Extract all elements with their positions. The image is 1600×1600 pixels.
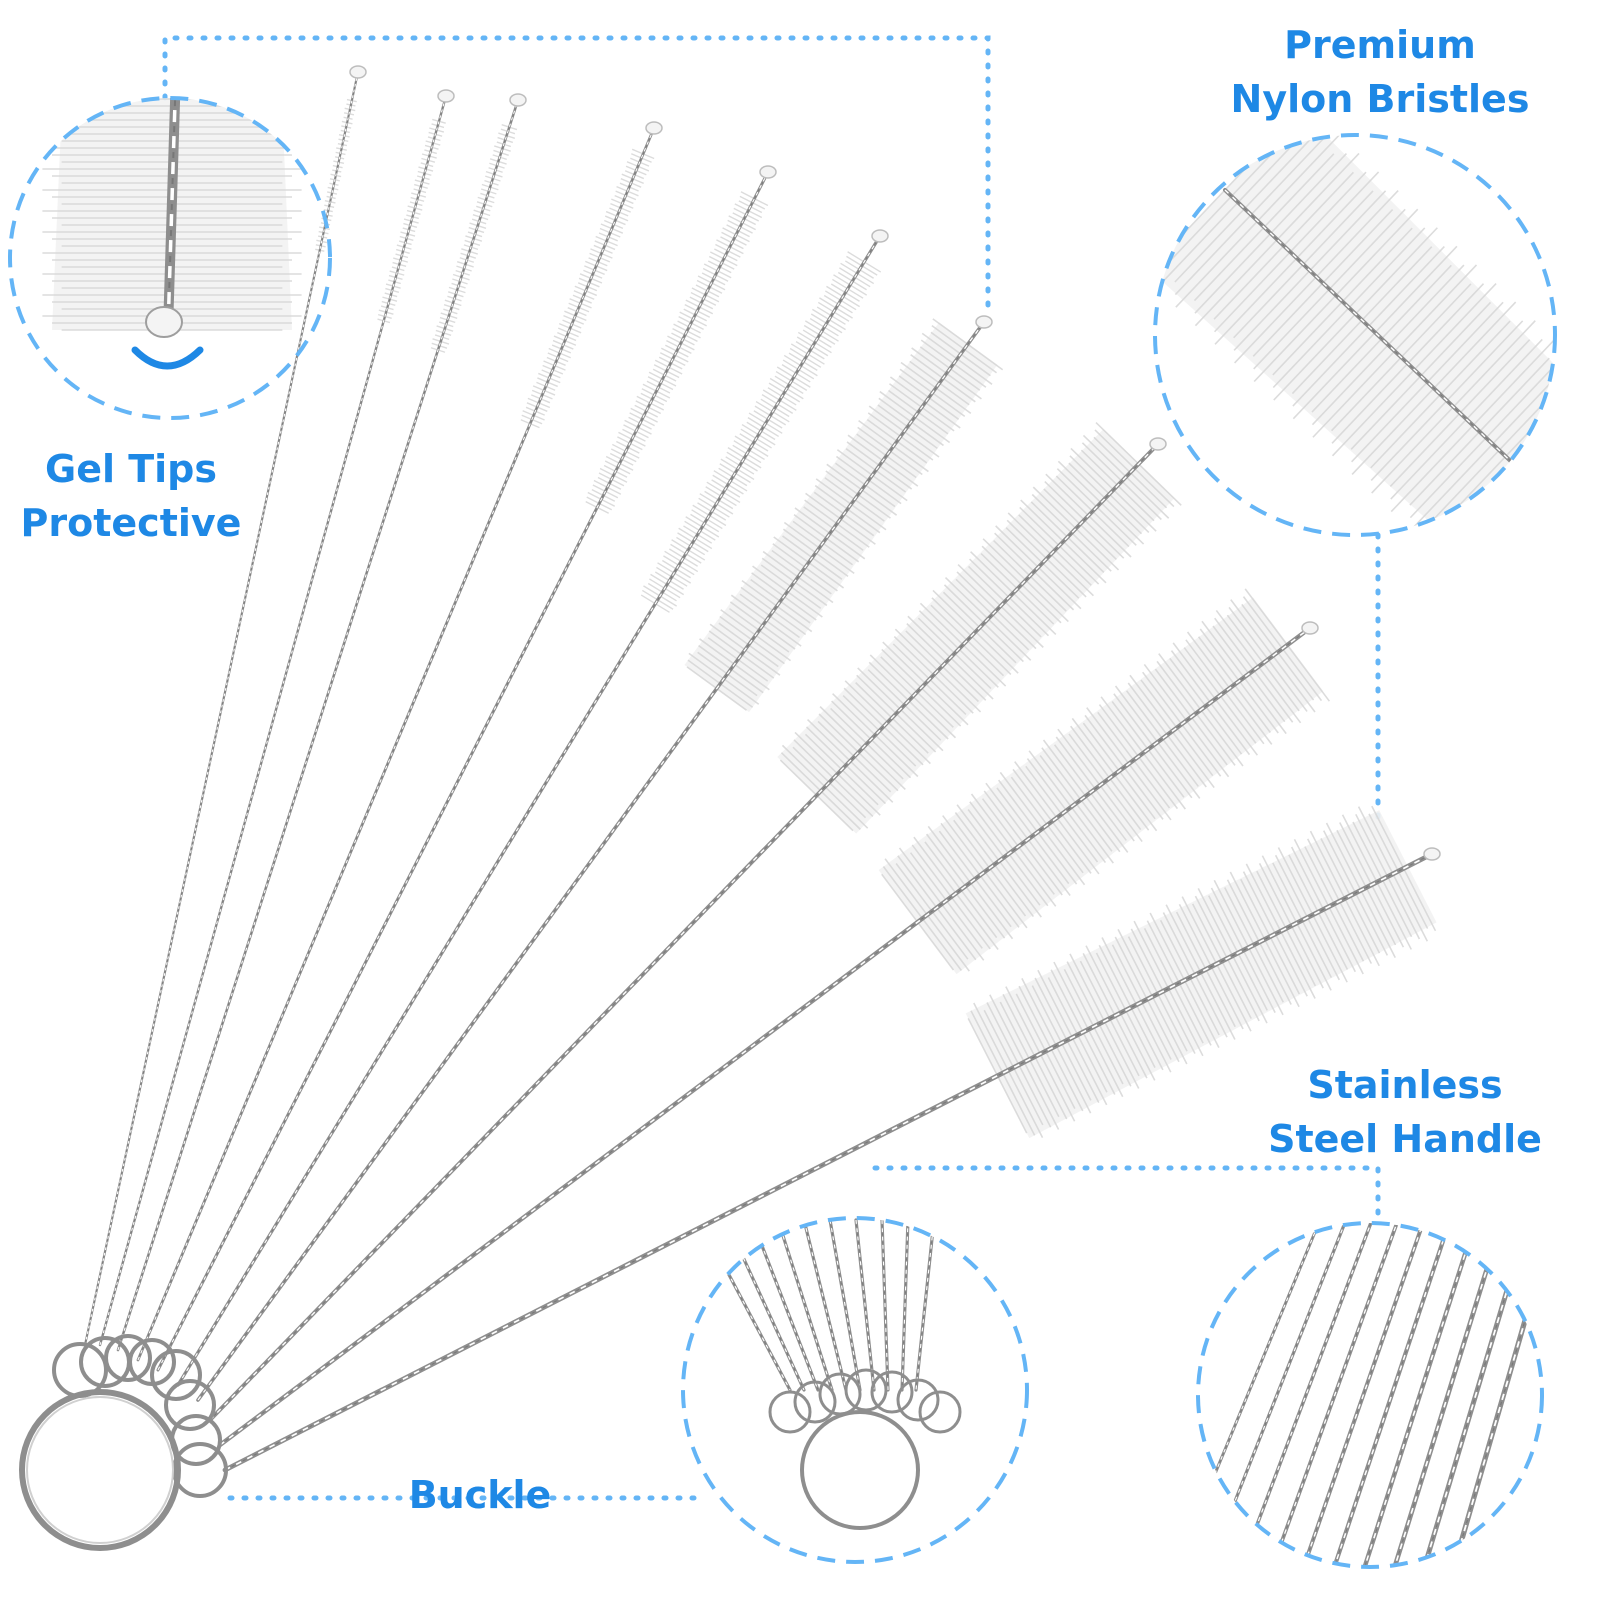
zoom-steel-wire xyxy=(1276,1223,1400,1554)
zoom-steel-wire xyxy=(1250,1223,1374,1540)
steel-handle-line1: Stainless xyxy=(1307,1063,1503,1107)
zoom-buckle-wire xyxy=(854,1218,876,1392)
zoom-steel-wire xyxy=(1224,1223,1348,1526)
buckle-line1: Buckle xyxy=(408,1473,552,1517)
brush xyxy=(217,588,1331,1448)
zoom-buckle xyxy=(681,1216,1029,1564)
brush-wire xyxy=(176,234,882,1387)
steel-handle-label: Stainless Steel Handle xyxy=(1220,1058,1590,1166)
brush xyxy=(116,93,527,1352)
brush-wire xyxy=(156,170,770,1372)
key-rings xyxy=(19,1334,228,1551)
zoom-buckle-wire xyxy=(698,1218,792,1392)
gel-tip xyxy=(349,65,367,79)
zoom-steel-wire xyxy=(1302,1223,1426,1567)
brush-wire xyxy=(83,70,360,1347)
zoom-buckle-border xyxy=(681,1216,1029,1564)
gel-tip xyxy=(975,315,993,329)
brush xyxy=(222,805,1441,1473)
brush-wire xyxy=(196,320,986,1402)
dotted-guide-lines xyxy=(162,35,1381,1501)
brush xyxy=(196,315,1004,1402)
zoom-large-ring xyxy=(800,1410,920,1530)
brush-wire xyxy=(222,851,1435,1473)
zoom-steel-wire xyxy=(1198,1223,1322,1512)
zoom-buckle-wire xyxy=(828,1218,862,1392)
smile-icon xyxy=(131,346,204,370)
brush xyxy=(136,121,663,1362)
zoom-small-ring xyxy=(793,1380,837,1424)
brush xyxy=(83,65,367,1347)
zoom-small-ring xyxy=(870,1370,914,1414)
brush-wire xyxy=(217,625,1313,1448)
zoom-small-ring xyxy=(918,1390,962,1434)
steel-handle-line2: Steel Handle xyxy=(1268,1117,1542,1161)
zoom-steel-wire xyxy=(1379,1223,1505,1567)
gel-tips-line1: Gel Tips xyxy=(45,447,217,491)
zoom-gel-wire xyxy=(163,98,181,335)
gel-tips-line2: Protective xyxy=(20,501,242,545)
zoom-small-ring xyxy=(818,1372,862,1416)
zoom-small-ring xyxy=(768,1390,812,1434)
brush-wire xyxy=(208,442,1160,1422)
zoom-steel-handle xyxy=(1196,1221,1544,1569)
small-ring xyxy=(52,1342,108,1398)
gel-tip xyxy=(759,165,777,179)
brush-set xyxy=(83,65,1441,1473)
zoom-steel-border xyxy=(1196,1221,1544,1569)
zoom-gel-border xyxy=(8,96,332,420)
zoom-gel-tip xyxy=(145,306,183,338)
zoom-buckle-wire xyxy=(750,1218,820,1392)
zoom-nylon-bristles xyxy=(1153,133,1557,537)
zoom-nylon-border xyxy=(1153,133,1557,537)
zoom-steel-wire xyxy=(1327,1223,1453,1567)
nylon-bristles-line2: Nylon Bristles xyxy=(1230,77,1530,121)
zoom-small-ring xyxy=(844,1368,888,1412)
brush xyxy=(156,165,777,1372)
zoom-buckle-wire xyxy=(880,1218,890,1392)
gel-tip xyxy=(1423,847,1441,861)
zoom-nylon-wire xyxy=(1223,188,1522,472)
gel-tip xyxy=(1301,621,1319,635)
gel-tips-label: Gel Tips Protective xyxy=(0,442,262,550)
brush-wire xyxy=(136,126,656,1362)
zoom-steel-wire xyxy=(1405,1223,1531,1567)
zoom-buckle-wire xyxy=(914,1218,936,1392)
small-ring xyxy=(164,1379,216,1431)
buckle-label: Buckle xyxy=(380,1468,580,1522)
brush xyxy=(176,229,889,1387)
zoom-small-ring xyxy=(896,1378,940,1422)
gel-tip xyxy=(645,121,663,135)
zoom-steel-wire xyxy=(1431,1223,1542,1567)
small-ring xyxy=(172,1442,228,1498)
zoom-buckle-wire xyxy=(776,1218,834,1392)
gel-tip xyxy=(871,229,889,243)
brush xyxy=(98,89,455,1347)
small-ring xyxy=(150,1349,202,1401)
brush-wire xyxy=(98,94,448,1347)
zoom-buckle-wire xyxy=(900,1218,910,1392)
brush xyxy=(208,421,1182,1422)
large-key-ring-highlight xyxy=(26,1396,174,1544)
zoom-gel-tip xyxy=(8,96,332,420)
nylon-bristles-label: Premium Nylon Bristles xyxy=(1180,18,1580,126)
large-key-ring xyxy=(19,1389,181,1551)
guide-top-frame xyxy=(162,35,991,318)
guide-steel-connector xyxy=(872,1165,1381,1228)
zoom-steel-wire xyxy=(1353,1223,1479,1567)
gel-tip xyxy=(509,93,527,107)
brush-wire xyxy=(116,98,520,1352)
small-ring xyxy=(104,1334,152,1382)
gel-tip xyxy=(1149,437,1167,451)
nylon-bristles-line1: Premium xyxy=(1284,23,1476,67)
zoom-buckle-wire xyxy=(724,1218,806,1392)
zoom-buckle-wire xyxy=(802,1218,848,1392)
gel-tip xyxy=(437,89,455,103)
